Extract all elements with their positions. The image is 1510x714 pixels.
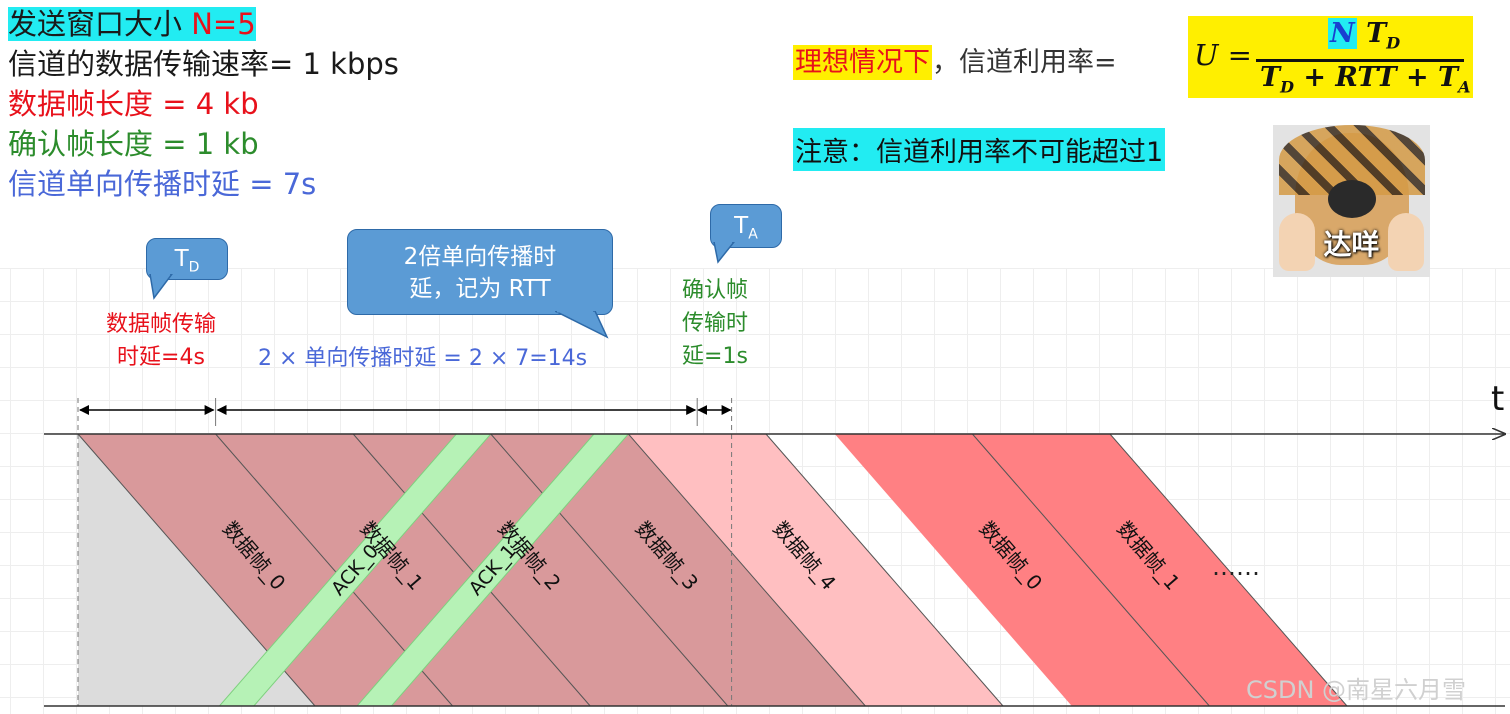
window-size-text: 发送窗口大小 N=5 (8, 7, 256, 41)
td-label-line2: 时延=4s (117, 345, 205, 370)
td-label-line1: 数据帧传输 (105, 312, 216, 337)
meme-left-paw (1279, 213, 1315, 271)
td-label: 数据帧传输 时延=4s (86, 308, 236, 374)
td-callout-t: T (174, 246, 189, 272)
timeline-marks (44, 398, 1505, 707)
data-frame-band-5 (834, 434, 1210, 706)
data-frame-band-1 (215, 434, 591, 706)
ta-label-line3: 延=1s (682, 344, 748, 369)
meme-caption: 达咩 (1323, 228, 1380, 261)
data-frame-band-2 (353, 434, 728, 706)
frame-bands (77, 433, 1348, 707)
den-d-sub: D (1280, 77, 1294, 97)
rtt-callout-line2: 延，记为 RTT (409, 276, 551, 302)
parameter-list: 发送窗口大小 N=5 信道的数据传输速率= 1 kbps 数据帧长度 = 4 k… (8, 4, 399, 204)
formula-d-sub: D (1386, 33, 1401, 53)
frame-boundary-1 (352, 433, 591, 707)
ideal-utilization-text: 理想情况下，信道利用率= (793, 40, 1117, 80)
formula-denominator: TD + RTT + TA (1260, 62, 1471, 96)
dog-meme-image: 达咩 (1273, 125, 1430, 277)
den-mid: + RTT + (1293, 62, 1438, 93)
watermark: CSDN @南星六月雪 (1246, 676, 1467, 704)
data-frame-band-4 (628, 434, 1003, 706)
rtt-label: 2 × 单向传播时延 = 2 × 7=14s (258, 346, 588, 371)
ta-callout: TA (710, 204, 782, 248)
window-size-label: 发送窗口大小 (8, 7, 183, 41)
rtt-callout-line1: 2倍单向传播时 (403, 244, 557, 270)
meme-dog-nose (1328, 180, 1376, 218)
frame-boundary-6 (1109, 433, 1348, 707)
meme-right-paw (1388, 213, 1424, 271)
rtt-callout: 2倍单向传播时 延，记为 RTT (347, 229, 613, 315)
utilization-note: 注意：信道利用率不可能超过1 (793, 128, 1166, 171)
rtt-callout-tail (555, 311, 609, 339)
td-callout: TD (146, 238, 228, 280)
more-frames-ellipsis: …… (1212, 553, 1260, 581)
ta-callout-tail (713, 242, 735, 264)
ideal-suffix: ，信道利用率= (932, 47, 1117, 78)
time-axis-label: t (1491, 379, 1504, 419)
den-t2: T (1438, 62, 1459, 93)
ta-label: 确认帧 传输时 延=1s (660, 274, 770, 373)
den-a-sub: A (1458, 77, 1471, 97)
td-callout-tail (149, 274, 173, 300)
window-size-line: 发送窗口大小 N=5 (8, 4, 399, 44)
formula-lhs: U = (1194, 38, 1252, 72)
data-frame-band-0 (78, 434, 453, 706)
data-frame-band-3 (490, 434, 866, 706)
den-t: T (1260, 62, 1281, 93)
ta-callout-t: T (734, 213, 749, 239)
window-size-value: N=5 (191, 7, 256, 41)
frame-boundary-2 (490, 433, 729, 707)
ta-label-line2: 传输时 (681, 311, 748, 336)
formula-numerator: N TD (1328, 18, 1400, 52)
data-frame-band-6 (972, 434, 1347, 706)
frame-boundary-4 (765, 433, 1004, 707)
ta-callout-sub: A (748, 226, 758, 243)
formula-td: TD (1366, 18, 1401, 53)
ack-frame-length-line: 确认帧长度 = 1 kb (8, 127, 259, 161)
ideal-highlight: 理想情况下 (793, 45, 932, 80)
rate-line: 信道的数据传输速率= 1 kbps (8, 47, 399, 81)
utilization-formula: U = N TD TD + RTT + TA (1188, 16, 1473, 98)
td-callout-sub: D (188, 259, 200, 276)
formula-fraction-bar (1256, 59, 1464, 62)
data-frame-length-line: 数据帧长度 = 4 kb (8, 87, 259, 121)
formula-t: T (1366, 18, 1387, 49)
frame-boundary-5 (972, 433, 1210, 707)
propagation-delay-line: 信道单向传播时延 = 7s (8, 167, 317, 201)
frame-boundary-3 (628, 433, 866, 707)
formula-n: N (1328, 18, 1357, 49)
ta-label-line1: 确认帧 (681, 278, 748, 303)
